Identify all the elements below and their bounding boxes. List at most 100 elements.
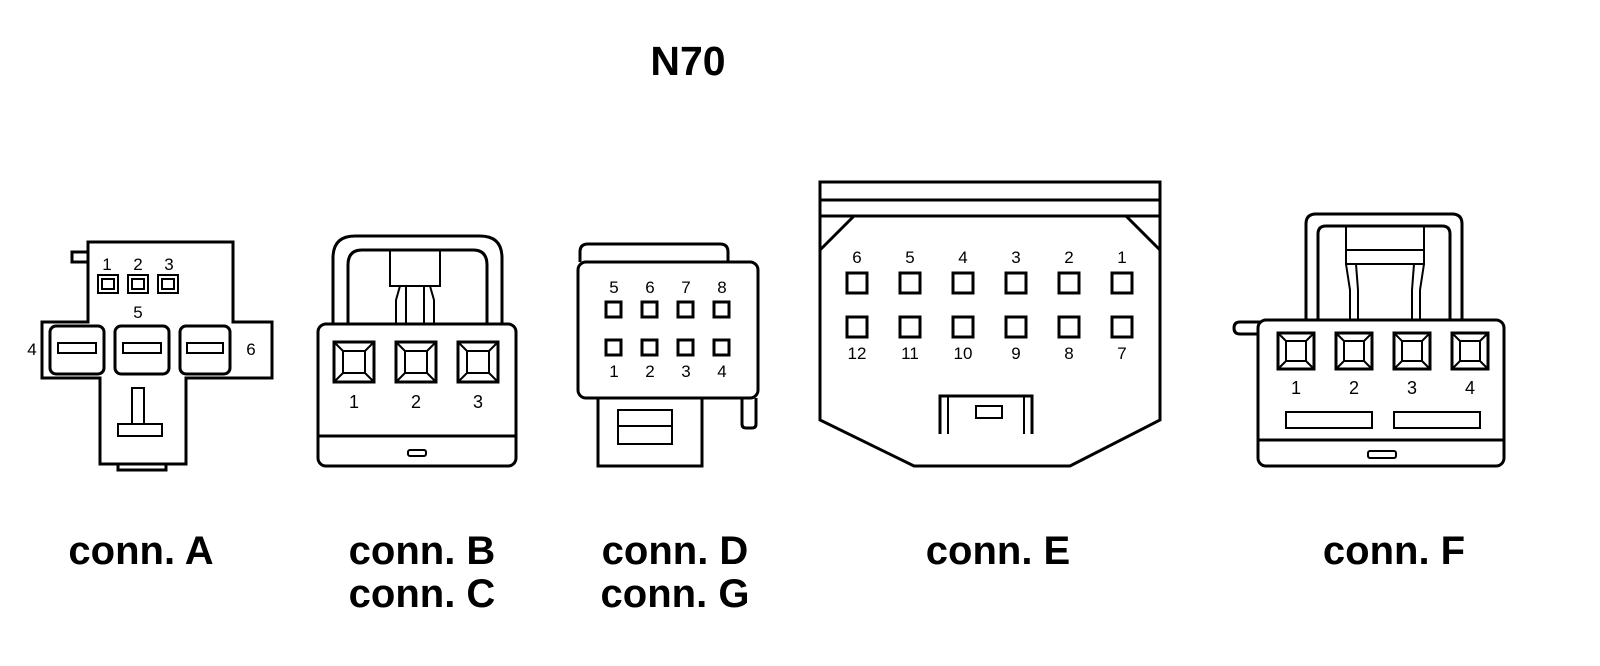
pin-a3-inner (161, 278, 175, 290)
pin-d-label-6: 6 (645, 278, 654, 297)
connector-dg-latch-body (596, 398, 704, 468)
pin-b2-inner (404, 350, 428, 374)
pin-a2 (127, 274, 149, 294)
connector-a-lip (116, 464, 168, 472)
pin-a2-inner (131, 278, 145, 290)
pin-e-label-12: 12 (848, 344, 867, 363)
connector-e-latch (938, 394, 1034, 434)
connector-a-drawing: 1 2 3 5 4 6 (27, 240, 274, 472)
pin-a5 (113, 324, 171, 376)
pin-e-label-1: 1 (1117, 248, 1126, 267)
pin-b1-bevel (333, 341, 375, 383)
pin-b1 (332, 340, 376, 384)
pin-a4 (48, 324, 106, 376)
pin-a1-inner (101, 278, 115, 290)
pin-f1 (1276, 331, 1316, 371)
connector-f-handle-inner (1316, 224, 1452, 322)
pin-f-label-2: 2 (1349, 378, 1359, 398)
connector-e-caption: conn. E (925, 529, 1071, 573)
pin-f2-inner (1343, 340, 1365, 362)
pin-f1-inner (1285, 340, 1307, 362)
pin-e9 (1004, 315, 1028, 339)
connector-dg-back-lip (578, 242, 730, 262)
pin-d3 (676, 338, 695, 357)
pin-b1-inner (342, 350, 366, 374)
connector-dg-drawing: 5 6 7 8 1 2 3 4 (576, 242, 760, 468)
connector-f-handle-outer (1304, 212, 1464, 322)
connector-c-caption: conn. C (348, 572, 496, 616)
pin-b-label-2: 2 (411, 392, 421, 412)
connector-bc-pins (332, 340, 500, 384)
pin-f4 (1450, 331, 1490, 371)
connector-b-caption: conn. B (348, 529, 496, 573)
pin-b-label-1: 1 (349, 392, 359, 412)
connector-f-slot (1367, 450, 1397, 459)
pin-a-top-label-1: 1 (102, 255, 111, 274)
connector-a-latch-stem (131, 387, 145, 425)
pin-d7 (676, 300, 695, 319)
pin-e1 (1110, 271, 1134, 295)
connector-f-pins (1276, 331, 1490, 371)
pin-e7 (1110, 315, 1134, 339)
connector-d-caption: conn. D (601, 529, 749, 573)
pin-f4-bevel (1451, 332, 1489, 370)
connector-e-drawing: 6 5 4 3 2 1 12 11 10 9 8 7 (818, 180, 1162, 468)
pin-a-top-label-2: 2 (133, 255, 142, 274)
pin-a5-blade (122, 342, 162, 354)
pin-e4 (951, 271, 975, 295)
connector-f-caption: conn. F (1322, 529, 1466, 573)
pin-a-label-6: 6 (246, 340, 255, 359)
pin-b2-bevel (395, 341, 437, 383)
connector-bc-latch-body (395, 285, 435, 324)
connector-bc-handle-outer (331, 234, 504, 324)
pin-e-label-4: 4 (958, 248, 967, 267)
connector-e-pins (845, 271, 1134, 339)
connector-f-latch-body (1345, 263, 1425, 322)
connector-e-chamfers (818, 214, 1162, 252)
connector-dg-housing (576, 260, 760, 400)
pin-e3 (1004, 271, 1028, 295)
pin-f2 (1334, 331, 1374, 371)
pin-d5 (604, 300, 623, 319)
pin-a1 (97, 274, 119, 294)
connector-f-window-left (1285, 411, 1373, 429)
pin-e-label-11: 11 (901, 344, 919, 363)
pin-a6-blade (186, 342, 224, 354)
diagram-title: N70 (650, 38, 726, 84)
connector-f-tab (1232, 320, 1262, 336)
pin-d-label-4: 4 (717, 362, 726, 381)
connector-f-latch-top (1345, 225, 1425, 265)
pin-e-label-3: 3 (1011, 248, 1020, 267)
connector-g-caption: conn. G (600, 572, 750, 616)
pin-e-label-8: 8 (1064, 344, 1073, 363)
pin-f3-inner (1401, 340, 1423, 362)
connector-e-housing (818, 180, 1162, 468)
connector-bc-drawing: 1 2 3 (316, 234, 518, 468)
connector-bc-slot (407, 449, 427, 457)
connector-a-caption: conn. A (68, 529, 214, 573)
pin-a-label-5: 5 (133, 303, 142, 322)
pin-a4-blade (57, 342, 97, 354)
pin-e-label-7: 7 (1117, 344, 1126, 363)
pin-b3-inner (466, 350, 490, 374)
pin-b2 (394, 340, 438, 384)
pin-d8 (712, 300, 731, 319)
connector-f-drawing: 1 2 3 4 (1232, 212, 1506, 468)
connector-f-window-right (1393, 411, 1481, 429)
pin-d-label-2: 2 (645, 362, 654, 381)
pin-f4-inner (1459, 340, 1481, 362)
pin-d6 (640, 300, 659, 319)
connector-dg-pins (604, 300, 731, 357)
pin-a-label-4: 4 (27, 340, 36, 359)
pin-f-label-4: 4 (1465, 378, 1475, 398)
pin-b-label-3: 3 (473, 392, 483, 412)
pin-e-label-6: 6 (852, 248, 861, 267)
pin-a6 (178, 324, 232, 376)
pin-a3 (157, 274, 179, 294)
connector-a-tab (70, 250, 90, 264)
pin-d2 (640, 338, 659, 357)
pin-e6 (845, 271, 869, 295)
pin-e11 (898, 315, 922, 339)
